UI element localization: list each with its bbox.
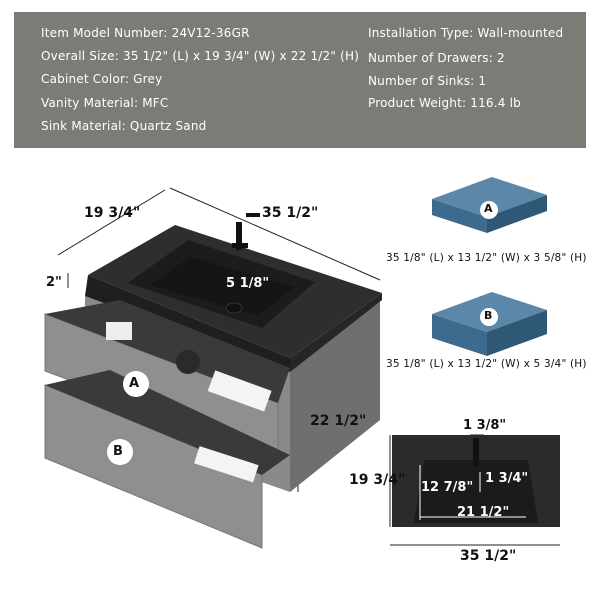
spec-overall-size: Overall Size: 35 1/2" (L) x 19 3/4" (W) … [41, 49, 360, 63]
cup [176, 350, 200, 374]
spec-product-weight: Product Weight: 116.4 lb [368, 96, 521, 110]
faucet-hole-dimension: 1 3/8" [463, 418, 507, 433]
basin-floor [150, 257, 295, 316]
faucet-handle [246, 213, 260, 217]
drawer-box-b-caption: 35 1/8" (L) x 13 1/2" (W) x 5 3/4" (H) [386, 358, 587, 370]
spec-number-of-sinks: Number of Sinks: 1 [368, 74, 487, 88]
countertop-thickness-dimension: 2" [46, 275, 62, 290]
spec-cabinet-color: Cabinet Color: Grey [41, 72, 163, 86]
basin-depth-dimension: 5 1/8" [226, 276, 270, 291]
top-view-basin-depth-dimension: 12 7/8" [421, 480, 474, 495]
drawer-b-label: B [113, 444, 123, 459]
top-view-drain-offset-dimension: 1 3/4" [485, 471, 529, 486]
faucet-spout [232, 243, 248, 248]
drawer-box-a-caption: 35 1/8" (L) x 13 1/2" (W) x 3 5/8" (H) [386, 252, 587, 264]
vanity-height-dimension: 22 1/2" [310, 413, 367, 429]
faucet-body [236, 222, 242, 250]
drawer-box-a-label: A [484, 202, 493, 215]
drawer-b-interior [45, 370, 290, 475]
spec-installation-type: Installation Type: Wall-mounted [368, 26, 564, 40]
top-view-basin-width-dimension: 21 1/2" [457, 505, 510, 520]
spec-model-number: Item Model Number: 24V12-36GR [41, 26, 250, 40]
vanity-depth-dimension: 19 3/4" [84, 205, 141, 221]
countertop-side-edge [290, 293, 382, 372]
jar [106, 322, 132, 340]
spec-number-of-drawers: Number of Drawers: 2 [368, 51, 505, 65]
drawer-box-a [432, 177, 547, 233]
top-view-width-dimension: 35 1/2" [460, 548, 517, 564]
cabinet-side [290, 296, 380, 492]
drain [225, 302, 243, 314]
top-view-depth-dimension: 19 3/4" [349, 472, 406, 488]
spec-vanity-material: Vanity Material: MFC [41, 96, 169, 110]
drawer-box-b [432, 292, 547, 356]
drawer-a-badge [123, 371, 149, 397]
sink-top-view [389, 434, 560, 546]
towel-b [194, 446, 259, 483]
vanity-width-dimension: 35 1/2" [262, 205, 319, 221]
drawer-box-b-label: B [484, 309, 493, 322]
drawer-a-label: A [129, 376, 140, 391]
spec-banner: Item Model Number: 24V12-36GR Overall Si… [14, 12, 586, 148]
spec-sink-material: Sink Material: Quartz Sand [41, 119, 207, 133]
towel [207, 370, 272, 412]
drawer-b-badge [107, 439, 133, 465]
